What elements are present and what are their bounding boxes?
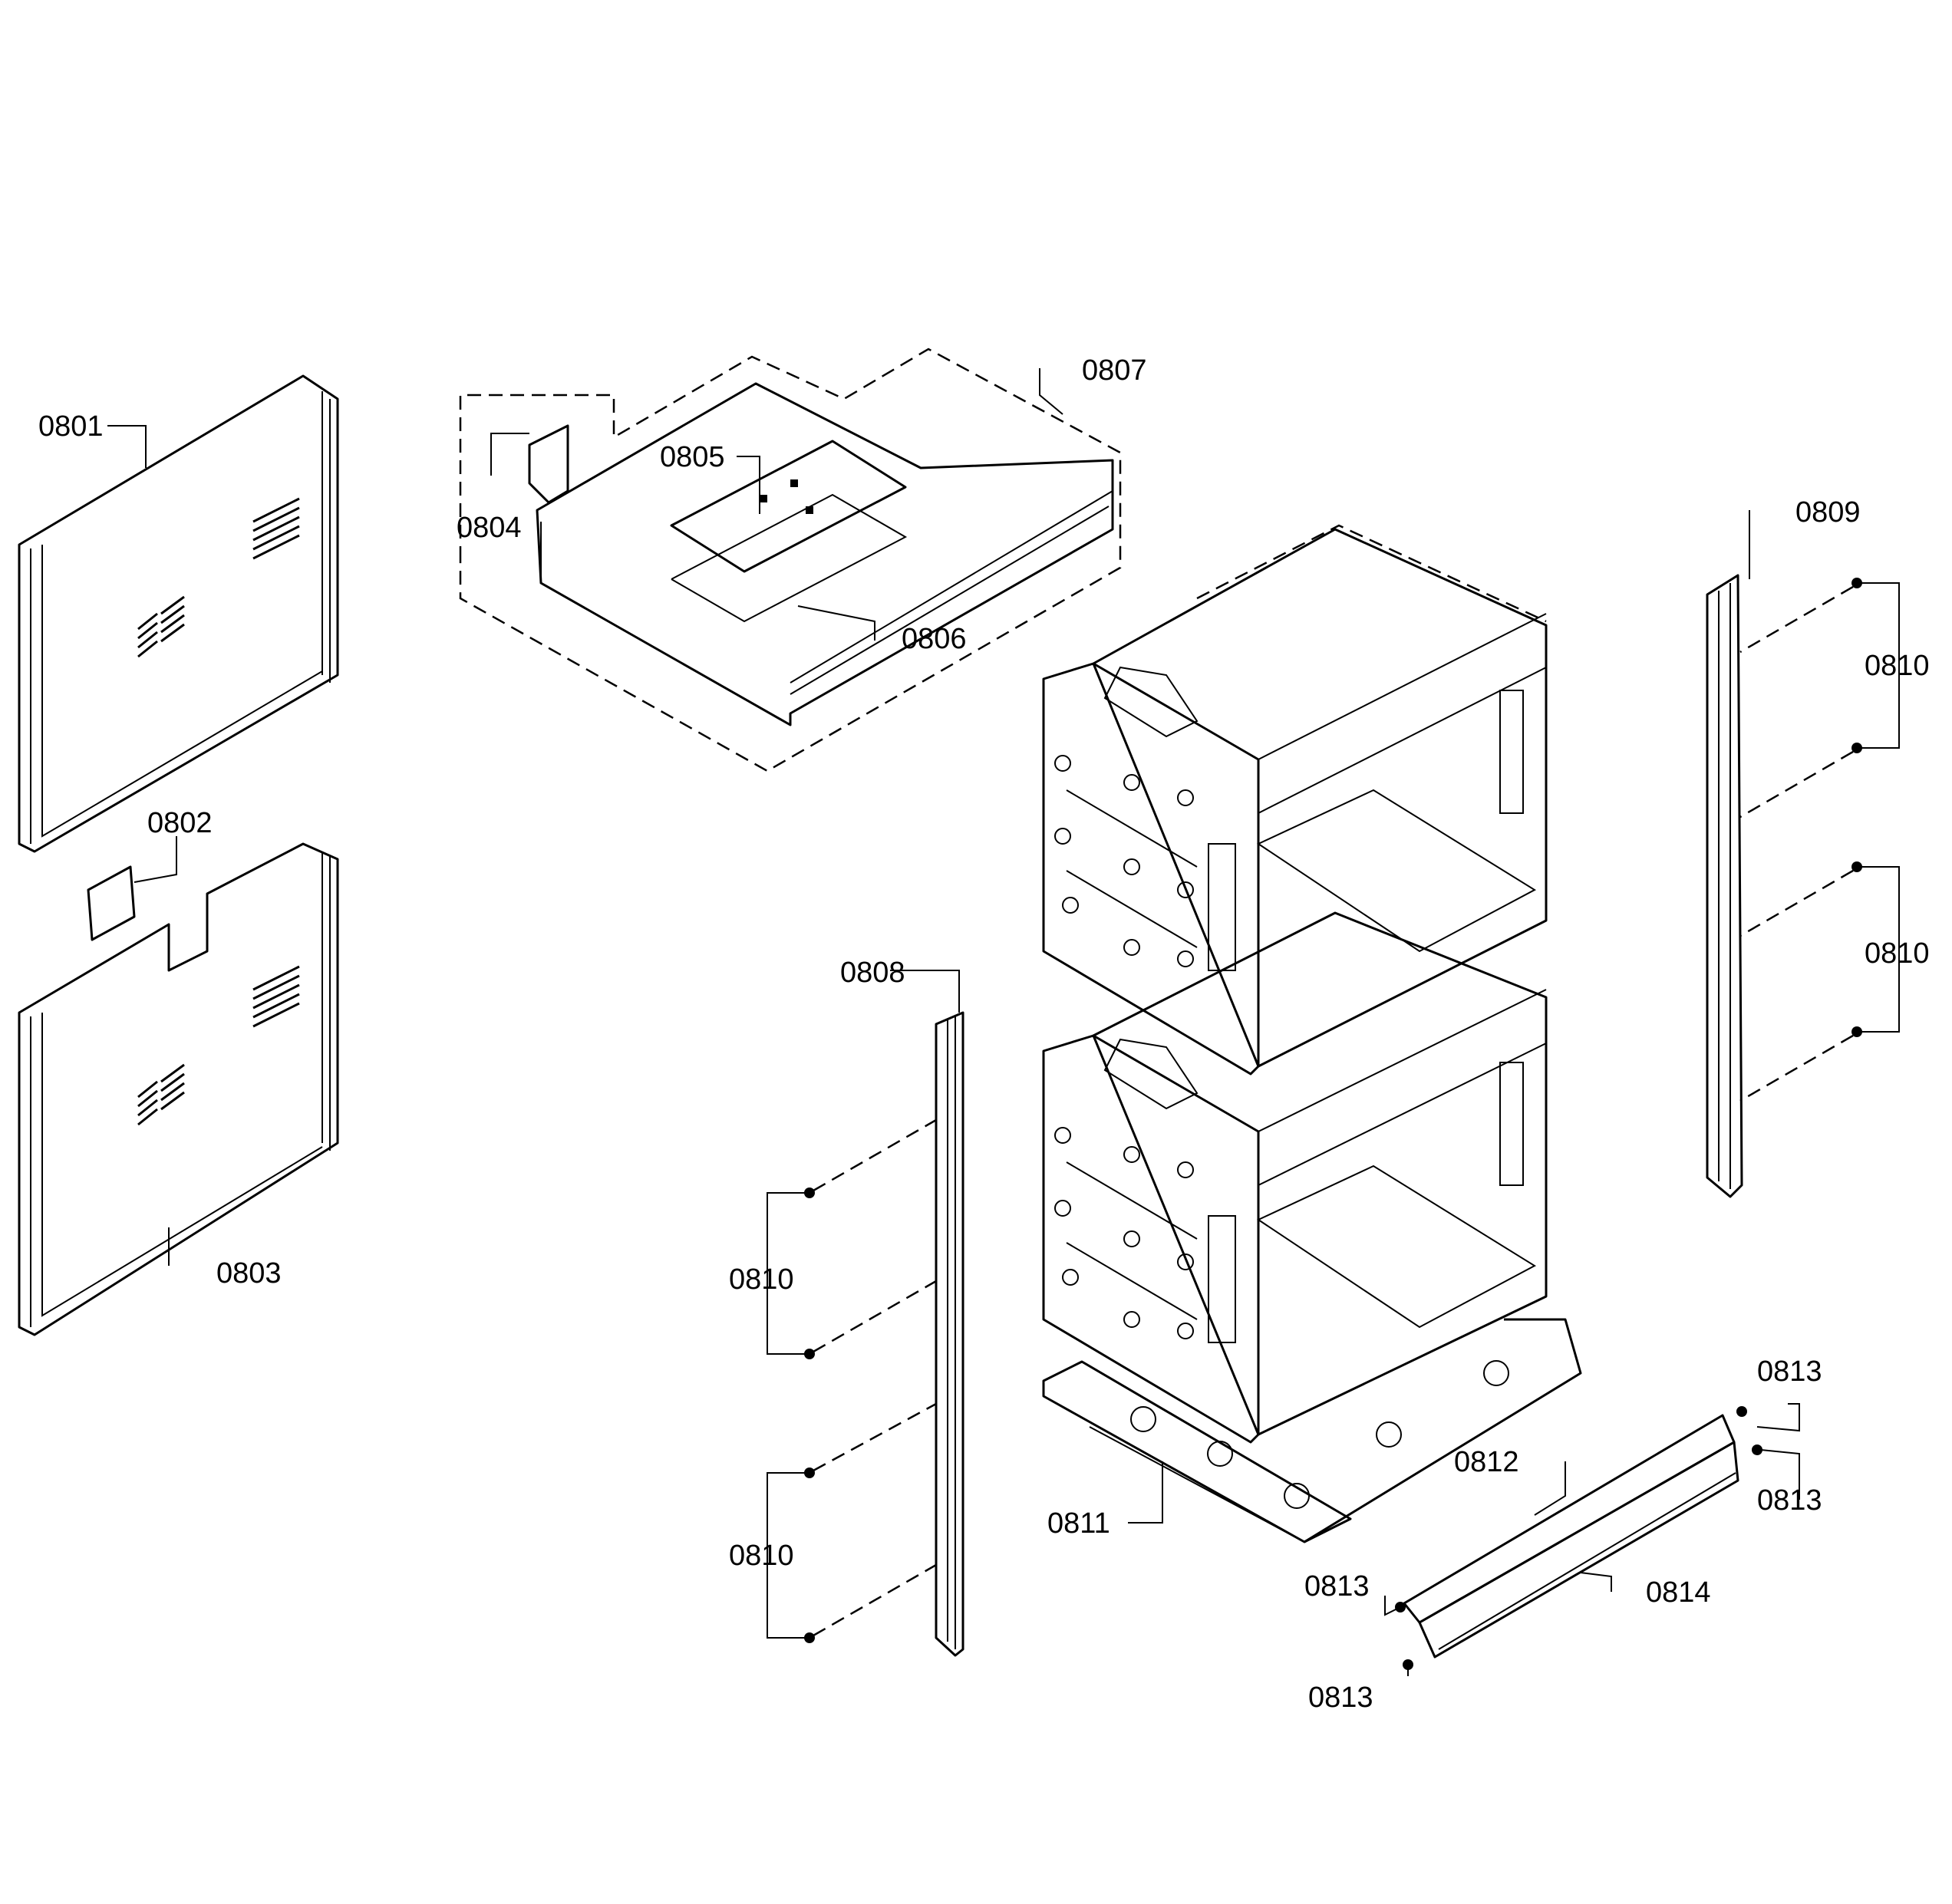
callout-0813-left: 0813 bbox=[1304, 1570, 1370, 1603]
callout-0810-right-upper: 0810 bbox=[1865, 650, 1930, 682]
callout-0806: 0806 bbox=[902, 623, 967, 655]
screw-set-0810-left bbox=[804, 1118, 937, 1643]
part-0811-base-tray bbox=[1042, 1318, 1582, 1543]
part-0805-insulation-pad bbox=[670, 440, 908, 623]
callout-0810-left-upper: 0810 bbox=[729, 1263, 794, 1296]
part-0804-bracket bbox=[528, 424, 569, 504]
callout-0803: 0803 bbox=[216, 1257, 282, 1290]
screw-set-0810-right bbox=[1739, 578, 1862, 1102]
callout-0810-right-lower: 0810 bbox=[1865, 937, 1930, 970]
callout-0805: 0805 bbox=[660, 441, 725, 473]
callout-0804: 0804 bbox=[457, 512, 522, 544]
part-oven-frame-cavities bbox=[1042, 524, 1548, 1444]
callout-0802: 0802 bbox=[147, 807, 213, 839]
callout-0807: 0807 bbox=[1082, 354, 1147, 387]
screw-set-0813 bbox=[1395, 1406, 1762, 1670]
callout-0808: 0808 bbox=[840, 957, 905, 989]
part-0814-trim-rail bbox=[1418, 1441, 1739, 1659]
part-0801-side-panel-upper bbox=[18, 374, 339, 853]
callout-0813-top: 0813 bbox=[1757, 1356, 1822, 1388]
callout-0801: 0801 bbox=[38, 410, 104, 443]
callout-0813-right: 0813 bbox=[1757, 1484, 1822, 1517]
part-0802-cover-plate bbox=[87, 865, 136, 941]
part-0808-trim-strip-left bbox=[935, 1011, 964, 1657]
callout-0810-left-lower: 0810 bbox=[729, 1540, 794, 1572]
callout-0814: 0814 bbox=[1646, 1576, 1711, 1609]
callout-0809: 0809 bbox=[1795, 496, 1861, 529]
part-0807-top-assembly-outline bbox=[459, 348, 1122, 772]
part-0809-trim-strip-right bbox=[1706, 574, 1743, 1198]
part-0803-side-panel-lower bbox=[18, 842, 339, 1336]
part-0806-top-cover bbox=[536, 382, 1114, 726]
callout-0813-bottom: 0813 bbox=[1308, 1682, 1373, 1714]
callout-0811: 0811 bbox=[1047, 1507, 1110, 1540]
callout-0812: 0812 bbox=[1454, 1446, 1519, 1478]
leader-lines bbox=[107, 368, 1900, 1676]
